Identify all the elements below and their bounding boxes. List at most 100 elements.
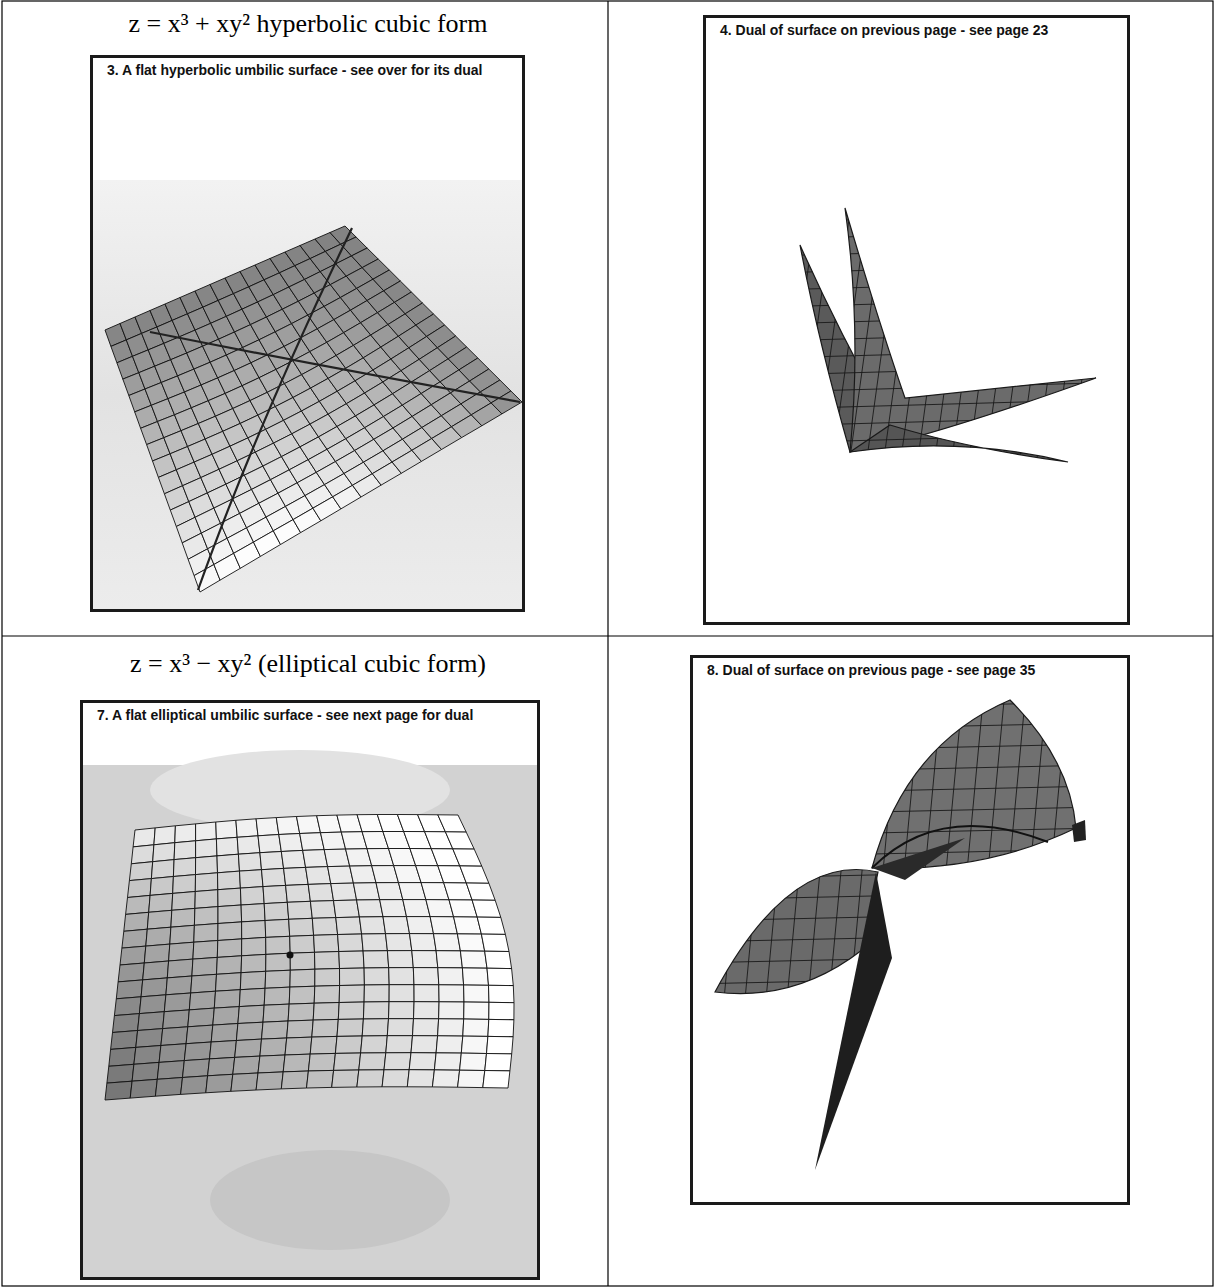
surface-cell xyxy=(161,1027,188,1046)
surface-cell xyxy=(231,1073,258,1091)
surface-cell xyxy=(218,905,242,924)
figure-caption: 3. A flat hyperbolic umbilic surface - s… xyxy=(93,58,522,79)
surface-gridline xyxy=(677,190,717,480)
table-rule xyxy=(2,635,1213,636)
surface-cell xyxy=(335,1036,362,1053)
surface-cell xyxy=(105,1081,132,1100)
surface-cell xyxy=(279,834,303,852)
surface-cell xyxy=(208,1057,235,1075)
surface-cell xyxy=(131,845,154,864)
surface-cell xyxy=(213,1007,240,1026)
surface-cell xyxy=(111,1031,138,1050)
surface-cell xyxy=(116,980,142,999)
surface-cell xyxy=(438,968,464,985)
surface-gridline xyxy=(813,190,853,480)
surface-cell xyxy=(472,900,501,917)
surface-cell xyxy=(288,1003,314,1021)
surface-gridline xyxy=(700,382,1130,394)
surface-cell xyxy=(439,985,464,1002)
surface-gridline xyxy=(690,954,1100,963)
surface-gridline xyxy=(690,849,1100,858)
surface-cell xyxy=(485,1054,512,1071)
surface-cell xyxy=(403,900,430,917)
umbilic-surface xyxy=(105,815,514,1101)
surface-cell xyxy=(457,934,484,951)
surface-cell xyxy=(314,935,339,953)
surface-cell xyxy=(239,988,265,1006)
surface-cell xyxy=(133,828,155,847)
surface-cell xyxy=(258,835,281,853)
surface-cell xyxy=(191,974,217,993)
surface-cell xyxy=(362,1019,388,1036)
surface-cell xyxy=(147,910,172,929)
surface-cell xyxy=(384,1053,411,1070)
surface-gridline xyxy=(700,348,1130,360)
figure-panel: 8. Dual of surface on previous page - se… xyxy=(690,655,1130,1205)
figure-panel: 3. A flat hyperbolic umbilic surface - s… xyxy=(90,55,525,612)
surface-cell xyxy=(151,860,174,879)
surface-cell xyxy=(265,919,290,937)
figure-panel: 7. A flat elliptical umbilic surface - s… xyxy=(80,700,540,1280)
surface-cell xyxy=(413,968,439,985)
surface-cell xyxy=(285,1037,312,1055)
surface-cell xyxy=(436,951,462,968)
surface-cell xyxy=(308,1053,335,1071)
figure-caption: 4. Dual of surface on previous page - se… xyxy=(706,18,1127,39)
surface-gridline xyxy=(660,190,700,480)
cubic-form-formula: z = x³ − xy² (elliptical cubic form) xyxy=(10,648,606,680)
surface-cell xyxy=(263,885,287,903)
surface-cell xyxy=(150,877,173,896)
surface-cell xyxy=(211,1024,238,1043)
surface-cell xyxy=(310,1036,337,1054)
surface-cell xyxy=(138,1012,165,1031)
surface-cell xyxy=(290,969,315,987)
surface-cell xyxy=(357,1070,384,1087)
surface-cell xyxy=(314,986,339,1004)
dual-surface xyxy=(660,178,1130,480)
surface-cell xyxy=(183,1059,210,1078)
surface-cell xyxy=(331,883,357,901)
surface-cell xyxy=(184,1042,211,1061)
surface-cell xyxy=(126,895,151,914)
surface-cell xyxy=(409,1053,436,1070)
surface-cell xyxy=(237,836,260,854)
figure-panel: 4. Dual of surface on previous page - se… xyxy=(703,15,1130,625)
surface-cell xyxy=(284,867,309,885)
surface-gridline xyxy=(690,996,1100,1005)
surface-cell xyxy=(216,820,237,839)
surface-cell xyxy=(195,890,218,909)
surface-cell xyxy=(194,907,218,926)
surface-cell xyxy=(136,1029,163,1048)
surface-cell xyxy=(364,968,389,985)
surface-cell xyxy=(312,1019,339,1037)
surface-cell xyxy=(188,1008,215,1027)
surface-gridline xyxy=(700,195,1130,207)
surface-gridline xyxy=(700,433,1130,445)
surface-gridline xyxy=(1034,190,1074,480)
surface-gridline xyxy=(1051,190,1091,480)
surface-cell xyxy=(290,952,315,970)
surface-gridline xyxy=(1059,690,1089,1010)
surface-cell xyxy=(128,879,152,898)
surface-cell xyxy=(241,904,265,922)
surface-cell xyxy=(462,968,488,985)
surface-cell xyxy=(240,971,265,989)
surface-gridline xyxy=(700,178,1130,190)
surface-cell xyxy=(328,866,354,884)
surface-cell xyxy=(445,832,474,849)
surface-cell xyxy=(214,990,240,1008)
surface-cell xyxy=(240,887,264,905)
surface-gridline xyxy=(1017,690,1047,1010)
surface-cell xyxy=(192,957,217,976)
surface-cell xyxy=(382,1070,409,1087)
surface-cell xyxy=(432,1070,459,1087)
surface-cell xyxy=(414,1002,440,1019)
surface-curve xyxy=(150,332,520,402)
surface-cell xyxy=(389,968,414,985)
surface-cell xyxy=(407,1070,434,1087)
umbilic-surface xyxy=(105,226,522,592)
surface-cell xyxy=(186,1025,213,1044)
surface-cell xyxy=(340,968,365,986)
